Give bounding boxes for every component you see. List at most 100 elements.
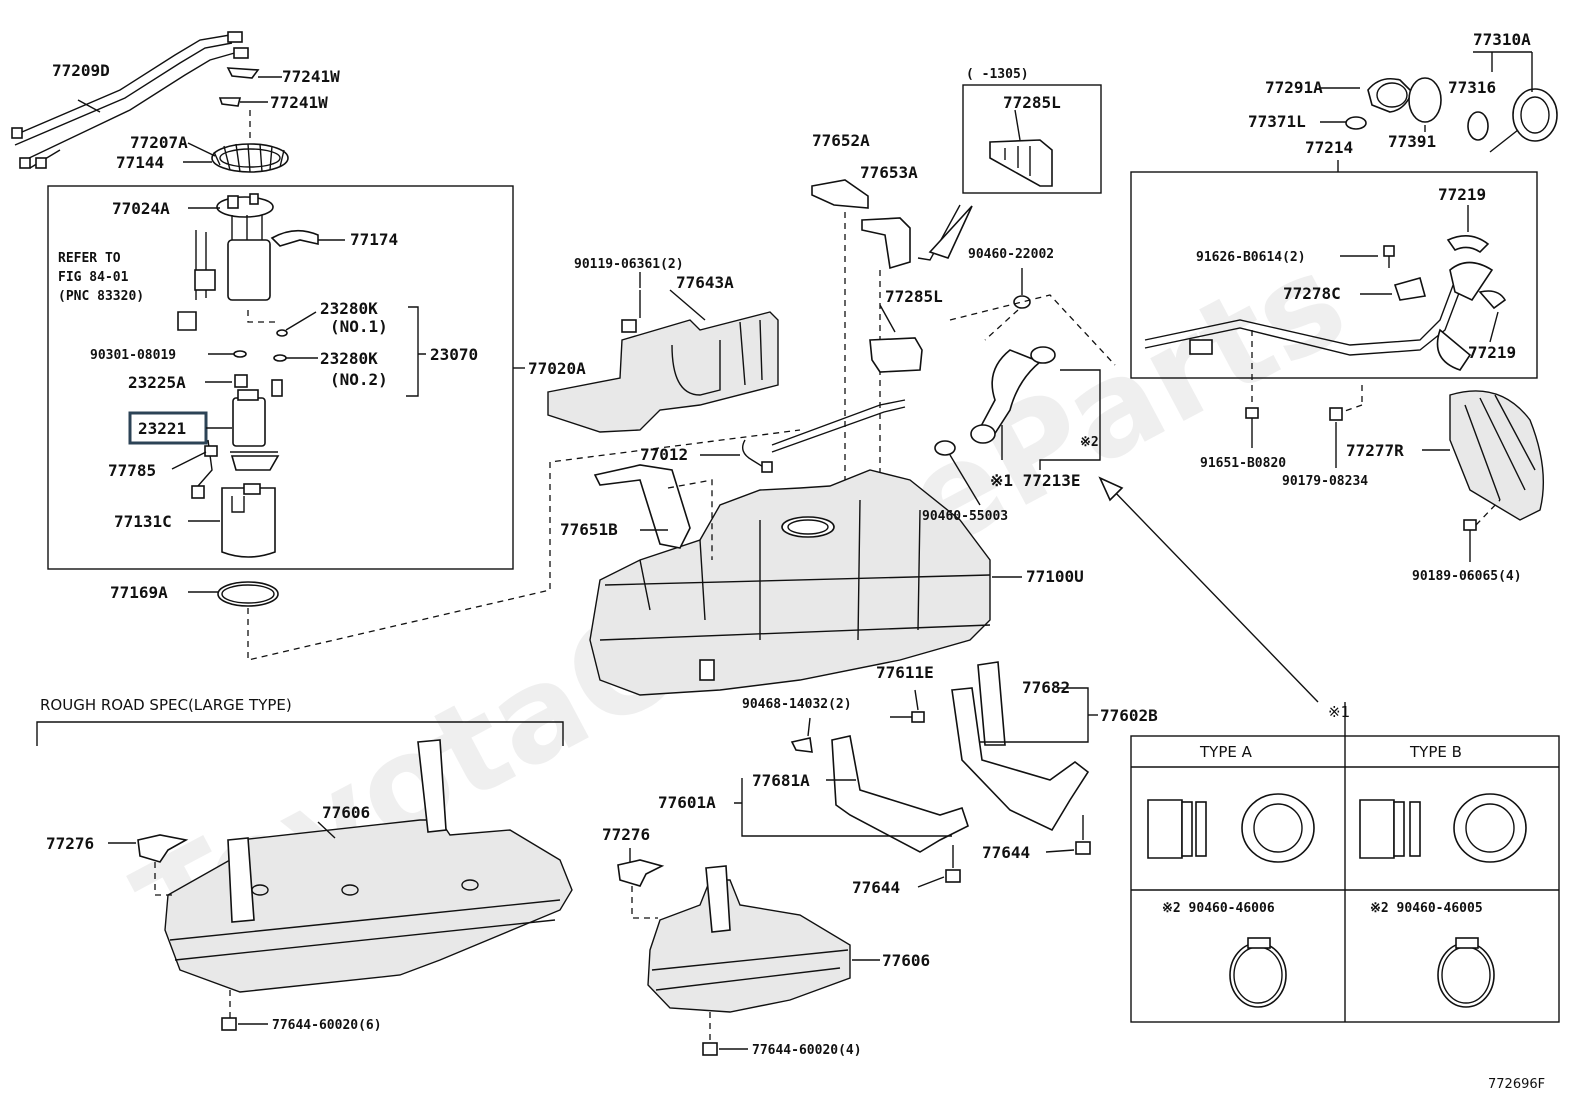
label-77276-center: 77276 <box>602 825 650 844</box>
label-77601A: 77601A <box>658 793 716 812</box>
strap-77651B <box>593 464 691 549</box>
legend-type-a: TYPE A <box>1199 743 1253 761</box>
ring-77391 <box>1408 77 1442 123</box>
label-no2: (NO.2) <box>330 370 388 389</box>
holder-77219-upper <box>1446 235 1490 254</box>
label-90460-22002: 90460-22002 <box>968 247 1054 262</box>
label-77651B: 77651B <box>560 520 618 539</box>
o-ring-77371L <box>1345 116 1367 130</box>
label-90189-06065: 90189-06065(4) <box>1412 569 1522 584</box>
label-77209D: 77209D <box>52 61 110 80</box>
label-91651-B0820: 91651-B0820 <box>1200 456 1286 471</box>
protector-77277R <box>1449 390 1544 521</box>
heat-insulator-77643A <box>547 311 779 433</box>
strap-77681A <box>831 735 969 853</box>
bolt-91651 <box>1245 407 1259 448</box>
filter-23225A <box>234 374 248 388</box>
holder-77219-lower <box>1478 290 1507 310</box>
clamp-77285L-upper <box>989 139 1053 187</box>
legend-clamp-b: ※2 90460-46005 <box>1370 901 1483 916</box>
bracket-77278C <box>1393 277 1427 301</box>
label-77241W-1: 77241W <box>282 67 340 86</box>
label-77213E: ※1 77213E <box>990 471 1080 490</box>
label-77214: 77214 <box>1305 138 1353 157</box>
label-77785: 77785 <box>108 461 156 480</box>
fuel-pump-23221 <box>230 389 280 471</box>
label-77241W-2: 77241W <box>270 93 328 112</box>
label-77219-upper: 77219 <box>1438 185 1486 204</box>
label-77020A: 77020A <box>528 359 586 378</box>
gasket-77169A <box>217 581 279 607</box>
label-77391: 77391 <box>1388 132 1436 151</box>
legend-type-b: TYPE B <box>1409 743 1462 761</box>
label-23221: 23221 <box>138 419 186 438</box>
gasket-23280K-no1 <box>276 329 288 337</box>
refer-line-2: FIG 84-01 <box>58 270 129 285</box>
label-77285L-upper: 77285L <box>1003 93 1061 112</box>
refer-line-1: REFER TO <box>58 251 121 266</box>
nut-90179 <box>1329 407 1343 421</box>
bolt-77644-60020-4 <box>702 1042 718 1056</box>
label-91626-B0614: 91626-B0614(2) <box>1196 250 1306 265</box>
clip-77241W-lower <box>218 97 242 107</box>
label-top-box-note: ( -1305) <box>966 67 1029 82</box>
screw-90189 <box>1463 519 1477 562</box>
clamp-77285L-lower <box>869 337 923 373</box>
skid-plate-77606-small <box>647 865 851 1013</box>
label-23280K-1: 23280K <box>320 299 378 318</box>
label-77371L: 77371L <box>1248 112 1306 131</box>
label-90468-14032: 90468-14032(2) <box>742 697 852 712</box>
washer-90301 <box>233 350 247 358</box>
label-77681A: 77681A <box>752 771 810 790</box>
filler-pipe <box>1144 261 1494 371</box>
filler-cap-77310A <box>1489 88 1558 153</box>
fuel-tank-77100U <box>589 469 991 696</box>
vent-tube-77012 <box>742 399 906 473</box>
bracket-77174 <box>270 229 319 247</box>
label-77644-60020-6: 77644-60020(6) <box>272 1018 382 1033</box>
label-23225A: 23225A <box>128 373 186 392</box>
gasket-23280K-no2 <box>273 354 287 362</box>
label-90119-06361: 90119-06361(2) <box>574 257 684 272</box>
bolt-91626 <box>1383 245 1395 268</box>
label-no1: (NO.1) <box>330 317 388 336</box>
label-77316: 77316 <box>1448 78 1496 97</box>
gasket-77316 <box>1467 111 1489 141</box>
label-77644-60020-4: 77644-60020(4) <box>752 1043 862 1058</box>
label-77653A: 77653A <box>860 163 918 182</box>
label-star2: ※2 <box>1080 435 1099 450</box>
label-77644-right: 77644 <box>982 843 1030 862</box>
label-77644-center: 77644 <box>852 878 900 897</box>
label-77169A: 77169A <box>110 583 168 602</box>
label-77012: 77012 <box>640 445 688 464</box>
label-77144: 77144 <box>116 153 164 172</box>
label-77285L-lower: 77285L <box>885 287 943 306</box>
clamp-90460-55003 <box>934 440 956 456</box>
bolt-77611E <box>890 711 925 723</box>
label-77291A: 77291A <box>1265 78 1323 97</box>
part-23280K-stub <box>271 379 283 397</box>
sender-cup-77131C <box>221 483 276 558</box>
rough-road-title: ROUGH ROAD SPEC(LARGE TYPE) <box>40 696 292 714</box>
label-77310A: 77310A <box>1473 30 1531 49</box>
figure-id: 772696F <box>1488 1077 1545 1092</box>
wire-harness-77785 <box>191 439 218 499</box>
label-77219-lower: 77219 <box>1468 343 1516 362</box>
inset-box-77285L <box>962 84 1102 194</box>
retainer-ring-77144 <box>211 143 289 173</box>
clamp-90460-22002 <box>1013 295 1031 309</box>
legend-clamp-a: ※2 90460-46006 <box>1162 901 1275 916</box>
label-77276-left: 77276 <box>46 834 94 853</box>
label-77174: 77174 <box>350 230 398 249</box>
pad-77652A <box>811 179 869 209</box>
label-77643A: 77643A <box>676 273 734 292</box>
label-90301-08019: 90301-08019 <box>90 348 176 363</box>
type-legend-table <box>1130 702 1560 1023</box>
bracket-77276-b <box>617 859 665 887</box>
refer-line-3: (PNC 83320) <box>58 289 144 304</box>
label-77606-small: 77606 <box>882 951 930 970</box>
label-77278C: 77278C <box>1283 284 1341 303</box>
label-77611E: 77611E <box>876 663 934 682</box>
filler-hose-77213E <box>970 346 1056 444</box>
pump-assembly-body <box>177 215 271 331</box>
